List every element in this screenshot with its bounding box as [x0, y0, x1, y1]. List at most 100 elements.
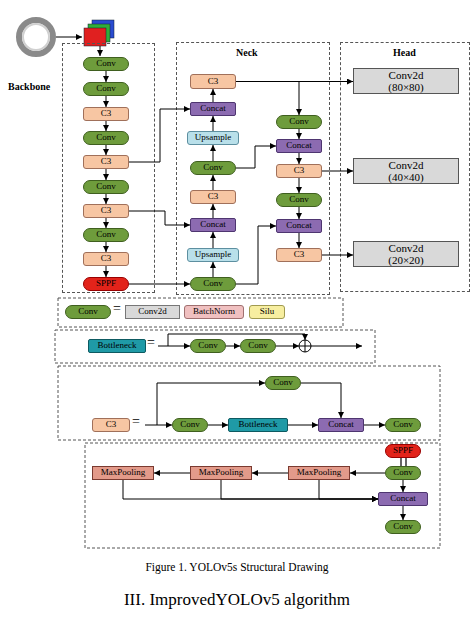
conv-block: Conv	[385, 418, 421, 432]
flow-arrow	[213, 116, 214, 131]
block-label: Conv	[393, 522, 413, 532]
block-label: Conv	[180, 420, 200, 430]
block-label: C3	[294, 166, 305, 176]
flow-arrow	[322, 171, 353, 172]
block-label: C3	[101, 157, 112, 167]
legend-frame	[58, 366, 440, 440]
lead-in-arrow	[145, 425, 172, 426]
block-label: Conv	[393, 420, 413, 430]
concat-block: Concat	[276, 139, 322, 153]
concat-block: Concat	[190, 102, 236, 116]
block-label: Concat	[286, 221, 312, 231]
block-label: MaxPooling	[101, 468, 146, 478]
legend-frame	[58, 298, 343, 327]
flow-arrow	[154, 473, 190, 474]
skip-connection	[168, 334, 305, 346]
batchnorm-block: BatchNorm	[184, 305, 244, 319]
group-frame: BackboneConvConvC3ConvC3ConvC3ConvC3SPPF	[62, 43, 155, 293]
block-label: C3	[208, 192, 219, 202]
group-frame: NeckC3ConcatUpsampleConvC3ConcatUpsample…	[176, 42, 330, 295]
equals-sign: =	[132, 414, 140, 430]
conv-block: Conv	[240, 339, 276, 353]
flow-arrow	[299, 129, 300, 139]
flow-arrow	[299, 233, 300, 248]
conv-block: Conv	[172, 418, 208, 432]
flow-arrow	[221, 480, 378, 499]
flow-arrow	[319, 480, 378, 499]
flow-arrow	[129, 211, 190, 225]
block-label: C3	[101, 109, 112, 119]
maxpool-block: MaxPooling	[190, 466, 252, 480]
ring-image	[19, 20, 53, 54]
flow-arrow	[106, 145, 107, 155]
flow-arrow	[236, 146, 276, 168]
head-block: Conv2d (40×40)	[353, 158, 459, 184]
conv-block: Conv	[65, 305, 111, 319]
block-label: Conv2d	[138, 307, 167, 317]
flow-arrow	[106, 242, 107, 252]
block-label: Conv	[96, 230, 116, 240]
flow-arrow	[213, 232, 214, 248]
flow-arrow	[106, 169, 107, 180]
block-label: Conv	[203, 279, 223, 289]
flow-arrow	[299, 207, 300, 219]
block-label: Conv	[393, 468, 413, 478]
flow-arrow	[236, 81, 353, 82]
conv-block: Conv	[276, 115, 322, 129]
flow-arrow	[350, 473, 385, 474]
bottleneck-block: Bottleneck	[88, 339, 146, 353]
flow-arrow	[213, 145, 214, 161]
lead-in-arrow	[158, 346, 190, 347]
flow-arrow	[288, 425, 318, 426]
conv2d-block: Conv2d	[125, 305, 180, 319]
conv-block: Conv	[83, 57, 129, 71]
flow-arrow	[106, 96, 107, 107]
flow-arrow	[364, 425, 385, 426]
block-label: BatchNorm	[193, 307, 235, 317]
block-label: SPPF	[393, 446, 413, 456]
section-heading: III. ImprovedYOLOv5 algorithm	[0, 590, 474, 610]
equals-sign: =	[113, 301, 121, 317]
conv-block: Conv	[385, 520, 421, 534]
c3-block: C3	[190, 74, 236, 89]
add-arrow	[276, 346, 299, 347]
block-label: C3	[101, 206, 112, 216]
c3-block: C3	[276, 164, 322, 178]
conv-block: Conv	[276, 193, 322, 207]
conv-block: Conv	[385, 466, 421, 480]
block-label: C3	[106, 420, 117, 430]
bottleneck-block: Bottleneck	[228, 418, 288, 432]
group-heading: Head	[393, 47, 416, 58]
flow-arrow	[236, 82, 299, 116]
block-label: Upsample	[195, 133, 232, 143]
block-label: Conv	[96, 133, 116, 143]
output-arrow	[311, 346, 362, 347]
conv-block: Conv	[190, 339, 226, 353]
flow-arrow	[403, 506, 404, 520]
conv-block: Conv	[265, 376, 301, 390]
flow-arrow	[299, 178, 300, 193]
conv-block: Conv	[190, 277, 236, 291]
input-arrow	[56, 37, 82, 38]
flow-arrow	[299, 153, 300, 164]
ring-image-inner	[23, 24, 49, 50]
block-label: SPPF	[96, 279, 116, 289]
c3-block: C3	[83, 155, 129, 169]
block-label: Conv	[78, 307, 98, 317]
flow-arrow	[252, 473, 288, 474]
block-label: C3	[101, 254, 112, 264]
add-symbol	[299, 340, 311, 352]
flow-arrow	[213, 89, 214, 102]
block-label: Conv	[96, 182, 116, 192]
equal-sign	[401, 458, 406, 466]
head-block: Conv2d (20×20)	[353, 241, 459, 267]
block-label: MaxPooling	[199, 468, 244, 478]
legend-frame	[85, 443, 440, 548]
group-frame: HeadConv2d (80×80)Conv2d (40×40)Conv2d (…	[340, 42, 470, 292]
conv-block: Conv	[83, 228, 129, 242]
block-label: C3	[208, 77, 219, 87]
flow-arrow	[106, 71, 107, 82]
flow-arrow	[123, 480, 378, 499]
block-label: Concat	[390, 494, 416, 504]
